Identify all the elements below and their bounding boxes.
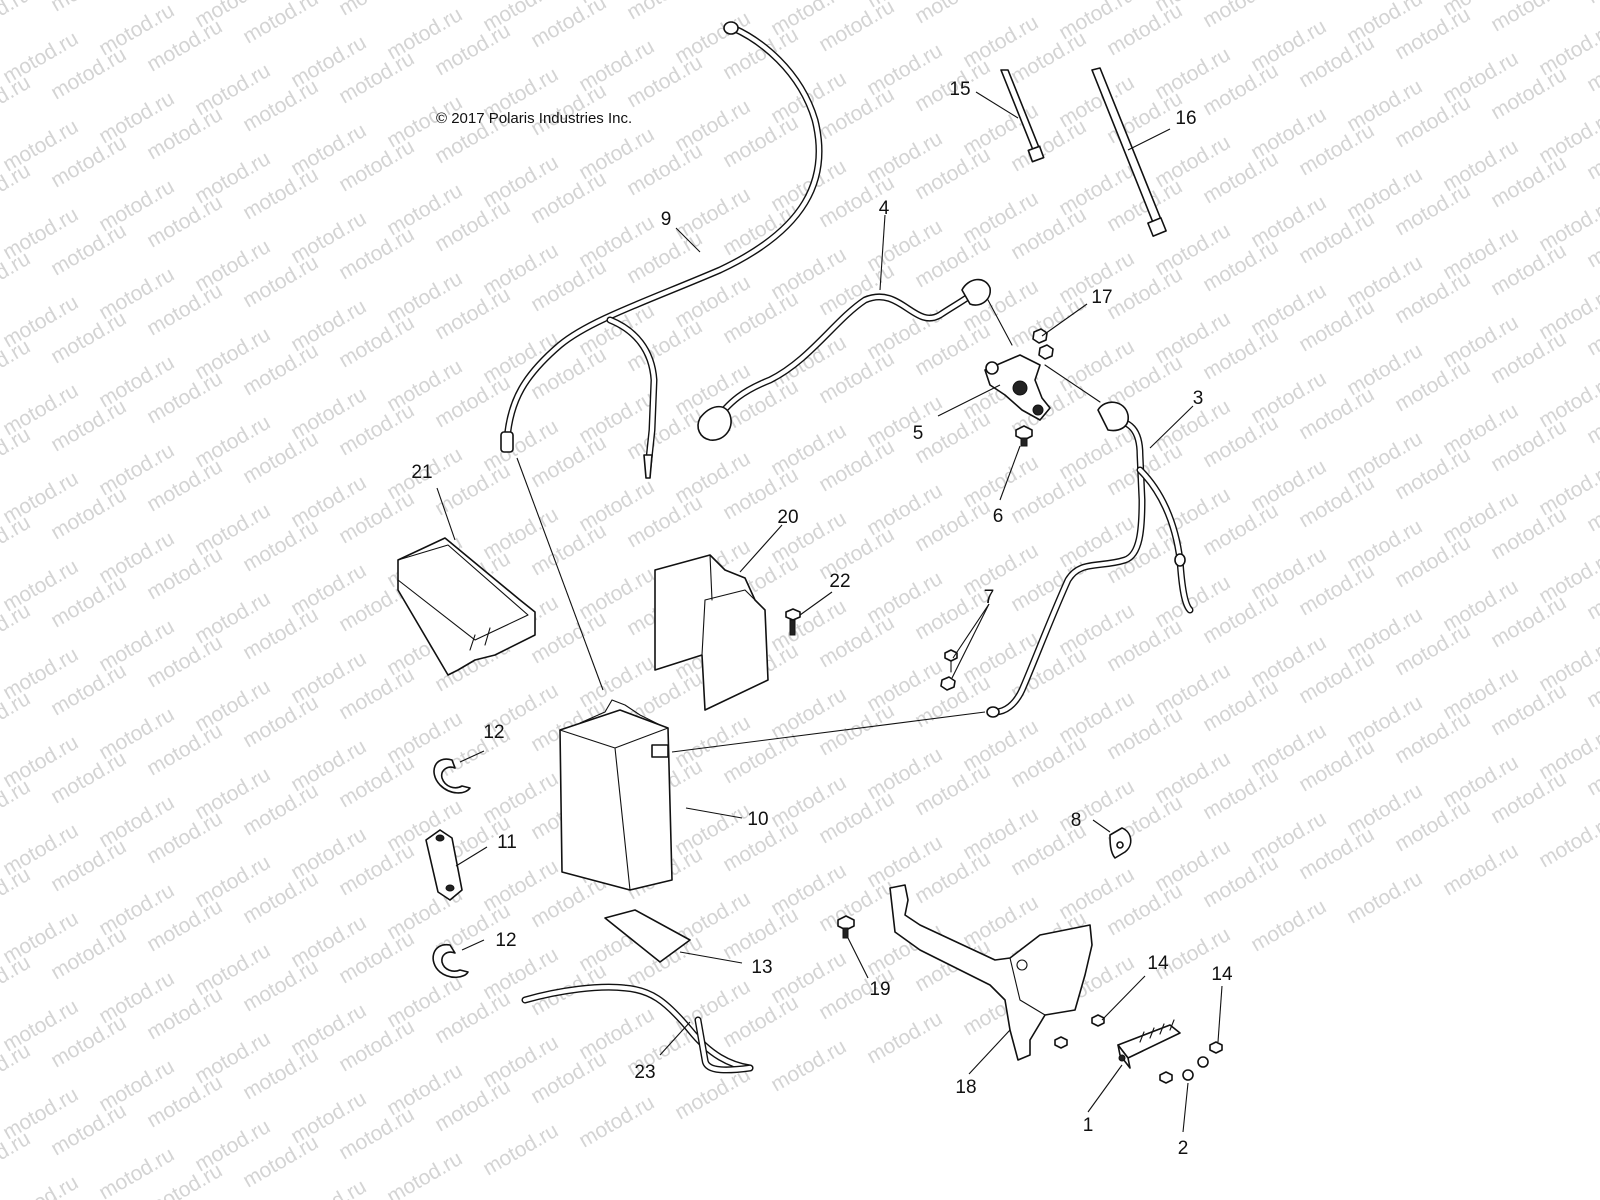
watermark-text: motod.ru bbox=[767, 1035, 850, 1096]
watermark-text: motod.ru bbox=[383, 1147, 466, 1200]
callout-13: 13 bbox=[751, 957, 772, 978]
part-12-clip-lower bbox=[432, 944, 469, 979]
callout-12-upper: 12 bbox=[483, 722, 504, 743]
callout-6: 6 bbox=[993, 506, 1004, 527]
watermark-text: motod.ru bbox=[1199, 0, 1282, 32]
watermark-text: motod.ru bbox=[0, 1039, 34, 1100]
watermark-text: motod.ru bbox=[0, 863, 34, 924]
callout-7: 7 bbox=[984, 587, 995, 608]
callout-1: 1 bbox=[1083, 1115, 1094, 1136]
watermark-text: motod.ru bbox=[1247, 895, 1330, 956]
watermark-text: motod.ru bbox=[1295, 0, 1378, 4]
part-17-nuts bbox=[1032, 328, 1054, 360]
watermark-text: motod.ru bbox=[0, 775, 34, 836]
callout-5: 5 bbox=[913, 423, 924, 444]
part-4-cable bbox=[697, 278, 1013, 441]
callout-10: 10 bbox=[747, 809, 768, 830]
watermark-text: motod.ru bbox=[0, 0, 34, 44]
callout-3: 3 bbox=[1193, 388, 1204, 409]
part-5-relay bbox=[984, 354, 1101, 421]
part-9-cable bbox=[500, 21, 823, 479]
part-1-terminal-block bbox=[1117, 1019, 1181, 1069]
part-11-strap bbox=[425, 829, 463, 901]
callout-17: 17 bbox=[1091, 287, 1112, 308]
part-14-screws bbox=[1054, 1014, 1223, 1084]
callout-14-left: 14 bbox=[1147, 953, 1169, 974]
callout-2: 2 bbox=[1178, 1138, 1189, 1159]
watermark-text: motod.ru bbox=[287, 1175, 370, 1200]
part-21-cover bbox=[397, 537, 536, 676]
watermark-text: motod.ru bbox=[335, 0, 418, 20]
watermark-text: motod.ru bbox=[863, 1007, 946, 1068]
watermark-text: motod.ru bbox=[1583, 0, 1600, 8]
callout-21: 21 bbox=[411, 462, 432, 483]
callout-4: 4 bbox=[879, 198, 890, 219]
part-13-pad bbox=[604, 909, 691, 963]
callout-8: 8 bbox=[1071, 810, 1082, 831]
part-22-screw bbox=[785, 608, 801, 636]
watermark-text: motod.ru bbox=[0, 511, 34, 572]
watermark-text: motod.ru bbox=[47, 0, 130, 16]
callout-20: 20 bbox=[777, 507, 798, 528]
copyright-notice: © 2017 Polaris Industries Inc. bbox=[436, 110, 632, 127]
callout-9: 9 bbox=[661, 209, 672, 230]
part-2-nuts bbox=[1182, 1056, 1209, 1081]
callout-19: 19 bbox=[869, 979, 890, 1000]
watermark-text: motod.ru bbox=[0, 71, 34, 132]
watermark-text: motod.ru bbox=[239, 0, 322, 48]
watermark-text: motod.ru bbox=[1487, 0, 1570, 36]
part-3-cable bbox=[986, 401, 1194, 718]
part-23-tube bbox=[521, 983, 754, 1074]
part-8-clamp bbox=[1109, 827, 1132, 859]
watermark-text: motod.ru bbox=[0, 335, 34, 396]
callout-23: 23 bbox=[634, 1062, 655, 1083]
watermark-text: motod.ru bbox=[0, 1127, 34, 1188]
watermark-text: motod.ru bbox=[1535, 811, 1600, 872]
callout-12-lower: 12 bbox=[495, 930, 516, 951]
watermark-text: motod.ru bbox=[0, 1171, 82, 1200]
part-20-shield bbox=[654, 554, 769, 711]
callout-22: 22 bbox=[829, 571, 850, 592]
callout-11: 11 bbox=[497, 832, 517, 853]
watermark-text: motod.ru bbox=[0, 423, 34, 484]
part-18-bracket bbox=[889, 884, 1093, 1061]
callout-18: 18 bbox=[955, 1077, 976, 1098]
part-7-fasteners bbox=[940, 649, 958, 691]
leader-lines bbox=[436, 91, 1223, 1133]
watermark-text: motod.ru bbox=[0, 159, 34, 220]
part-12-clip-upper bbox=[433, 758, 471, 794]
callout-15: 15 bbox=[949, 79, 970, 100]
callout-14-right: 14 bbox=[1211, 964, 1233, 985]
watermark-text: motod.ru bbox=[0, 687, 34, 748]
watermark-text: motod.ru bbox=[0, 247, 34, 308]
part-19-screw bbox=[837, 915, 855, 939]
callout-16: 16 bbox=[1175, 108, 1196, 129]
part-16-cable-tie bbox=[1091, 67, 1167, 237]
watermark-text: motod.ru bbox=[1343, 867, 1426, 928]
part-6-bolt bbox=[1015, 425, 1033, 447]
watermark-text: motod.ru bbox=[623, 0, 706, 24]
watermark-text: motod.ru bbox=[0, 951, 34, 1012]
part-15-cable-tie bbox=[1000, 69, 1045, 163]
watermark-text: motod.ru bbox=[911, 0, 994, 28]
watermark-text: motod.ru bbox=[575, 1091, 658, 1152]
part-10-battery bbox=[559, 699, 673, 891]
watermark-text: motod.ru bbox=[479, 1119, 562, 1180]
watermark-text: motod.ru bbox=[0, 599, 34, 660]
watermark-text: motod.ru bbox=[1439, 839, 1522, 900]
